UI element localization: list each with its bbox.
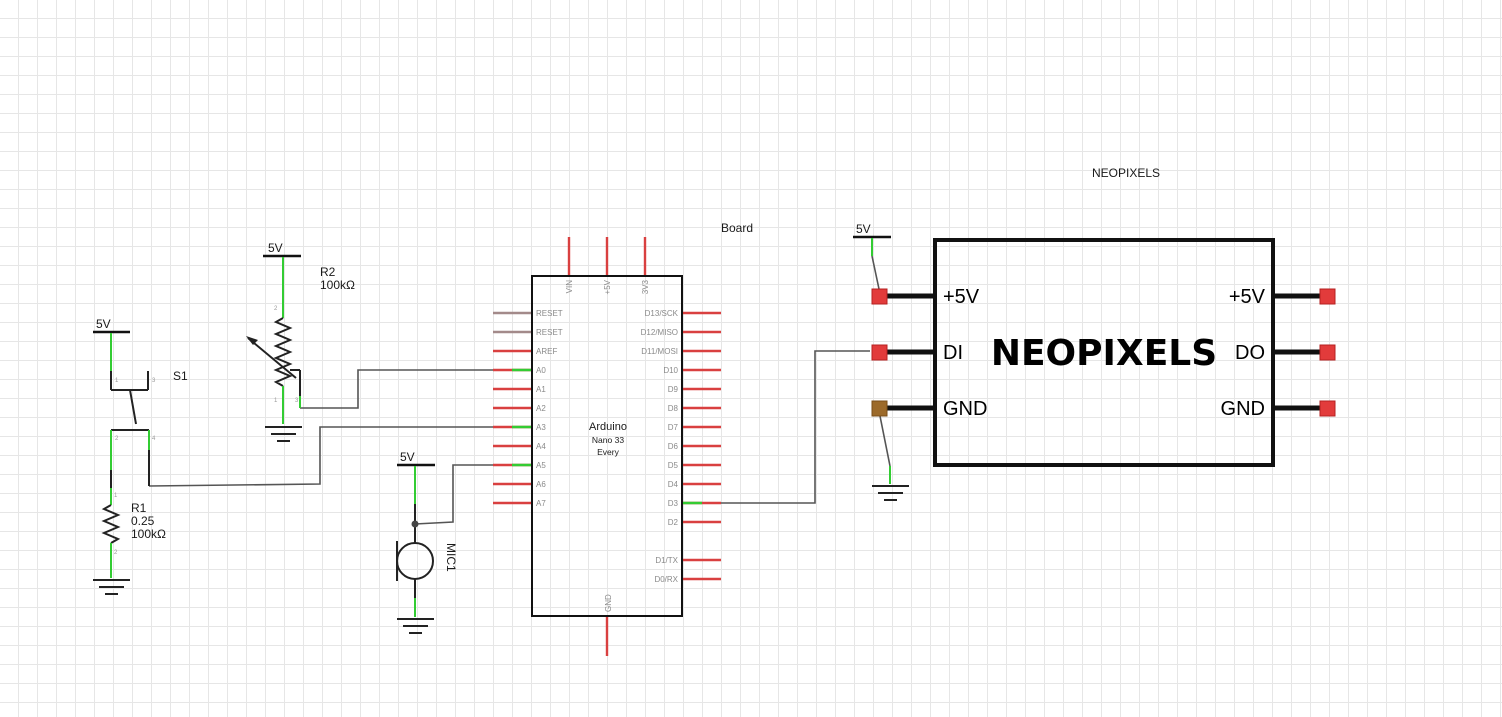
wire-s1-a3[interactable] [148,426,512,487]
pot-arrow-head [246,336,258,345]
potentiometer-r2[interactable]: 5V 2 1 3 R2 100kΩ [246,241,355,442]
ground-symbol [265,426,302,442]
mic-capsule [396,542,434,580]
wire-d3-di[interactable] [700,350,870,504]
switch-s1[interactable]: 5V 1 3 2 4 S1 [93,317,188,486]
resistor-value: 0.25 [131,514,155,528]
pin-label-a1: A1 [536,385,546,394]
resistor-ref: R1 [131,501,147,515]
pin-label: GND [943,398,987,420]
pot-ref: R2 [320,265,336,279]
pin-label-d4: D4 [668,480,679,489]
wire-5v-neopixel[interactable] [871,255,880,290]
board-right-pins: D13/SCK D12/MISO D11/MOSI D10D9D8D7D6D5D4D3… [641,309,721,584]
board-model: Every [597,447,619,457]
ground-symbol [93,579,130,595]
wire-gnd-neopixel[interactable] [879,415,891,467]
pin-label-a3: A3 [536,423,546,432]
resistor-body [101,504,121,544]
pin-connector-gnd-out[interactable] [1319,400,1336,417]
pin-label-a6: A6 [536,480,546,489]
resistor-value: 100kΩ [131,527,166,541]
pin-number: 4 [152,436,156,442]
junction-dot [411,520,419,528]
board-model: Nano 33 [592,435,624,445]
pin-number: 2 [115,436,119,442]
neopixels-module[interactable]: NEOPIXELS 5V +5V DI GND +5V DO GND NEOPI… [853,166,1336,501]
pin-label-d9: D9 [668,385,679,394]
pin-label-d2: D2 [668,518,679,527]
pin-label-reset: RESET [536,309,563,318]
pin-number: 1 [115,378,119,384]
pin-label-3v3: 3V3 [641,279,650,294]
pin-connector-5v-in[interactable] [871,288,888,305]
ground-symbol [872,485,909,501]
pot-value: 100kΩ [320,278,355,292]
arduino-board[interactable]: Board VIN +5V 3V3 RESET RESET AREF A0A1A2A3A4… [493,221,753,656]
resistor-r1[interactable]: 1 2 R1 0.25 100kΩ [93,470,166,595]
switch-ref: S1 [173,369,188,383]
pin-label: +5V [943,286,980,308]
board-outline [531,275,683,617]
pin-label-d12-miso: D12/MISO [641,328,678,337]
wire-r2-a0[interactable] [300,369,512,409]
pot-wiper-arrow [247,337,297,379]
pin-label-d10: D10 [663,366,678,375]
power-label: 5V [268,241,283,255]
pin-number: 3 [295,398,299,404]
pin-label-a5: A5 [536,461,546,470]
pin-number: 2 [114,550,118,556]
pin-label-d1-tx: D1/TX [655,556,678,565]
pin-label-reset: RESET [536,328,563,337]
ground-symbol [397,618,434,634]
microphone-mic1[interactable]: 5V MIC1 [396,450,458,634]
pin-label-a2: A2 [536,404,546,413]
pin-label-d11-mosi: D11/MOSI [641,347,678,356]
pin-label-a4: A4 [536,442,546,451]
pin-connector-5v-out[interactable] [1319,288,1336,305]
pin-label-d0-rx: D0/RX [654,575,678,584]
neopixels-title: NEOPIXELS [1092,166,1160,180]
pin-label-d3: D3 [668,499,679,508]
pin-label-d8: D8 [668,404,679,413]
board-name: Arduino [589,421,627,433]
board-title: Board [721,221,753,235]
pin-label: GND [1221,398,1265,420]
pin-label-a0: A0 [536,366,546,375]
pin-label-aref: AREF [536,347,557,356]
pin-label: DO [1235,342,1265,364]
pin-number: 1 [114,493,118,499]
pin-number: 3 [152,378,156,384]
power-label: 5V [96,317,111,331]
neopixels-label: NEOPIXELS [991,333,1217,374]
pin-label-d6: D6 [668,442,679,451]
pin-connector-gnd-in[interactable] [871,400,888,417]
wire-mic1-a5[interactable] [414,464,512,525]
pin-number: 1 [274,398,278,404]
power-label: 5V [400,450,415,464]
pin-label-d7: D7 [668,423,679,432]
pin-label-d5: D5 [668,461,679,470]
pin-connector-di[interactable] [871,344,888,361]
pin-label: DI [943,342,963,364]
pin-label-5v: +5V [603,279,612,294]
pin-number: 2 [274,306,278,312]
pin-label-gnd: GND [604,594,613,612]
pin-label: +5V [1229,286,1266,308]
pin-label-vin: VIN [565,280,574,294]
mic-ref: MIC1 [444,543,458,572]
wires [148,255,891,525]
power-label: 5V [856,222,871,236]
pin-label-a7: A7 [536,499,546,508]
pin-label-d13-sck: D13/SCK [645,309,679,318]
switch-actuator [129,389,137,425]
pot-body [273,317,293,387]
board-top-pins: VIN +5V 3V3 [565,237,650,294]
pin-connector-do[interactable] [1319,344,1336,361]
